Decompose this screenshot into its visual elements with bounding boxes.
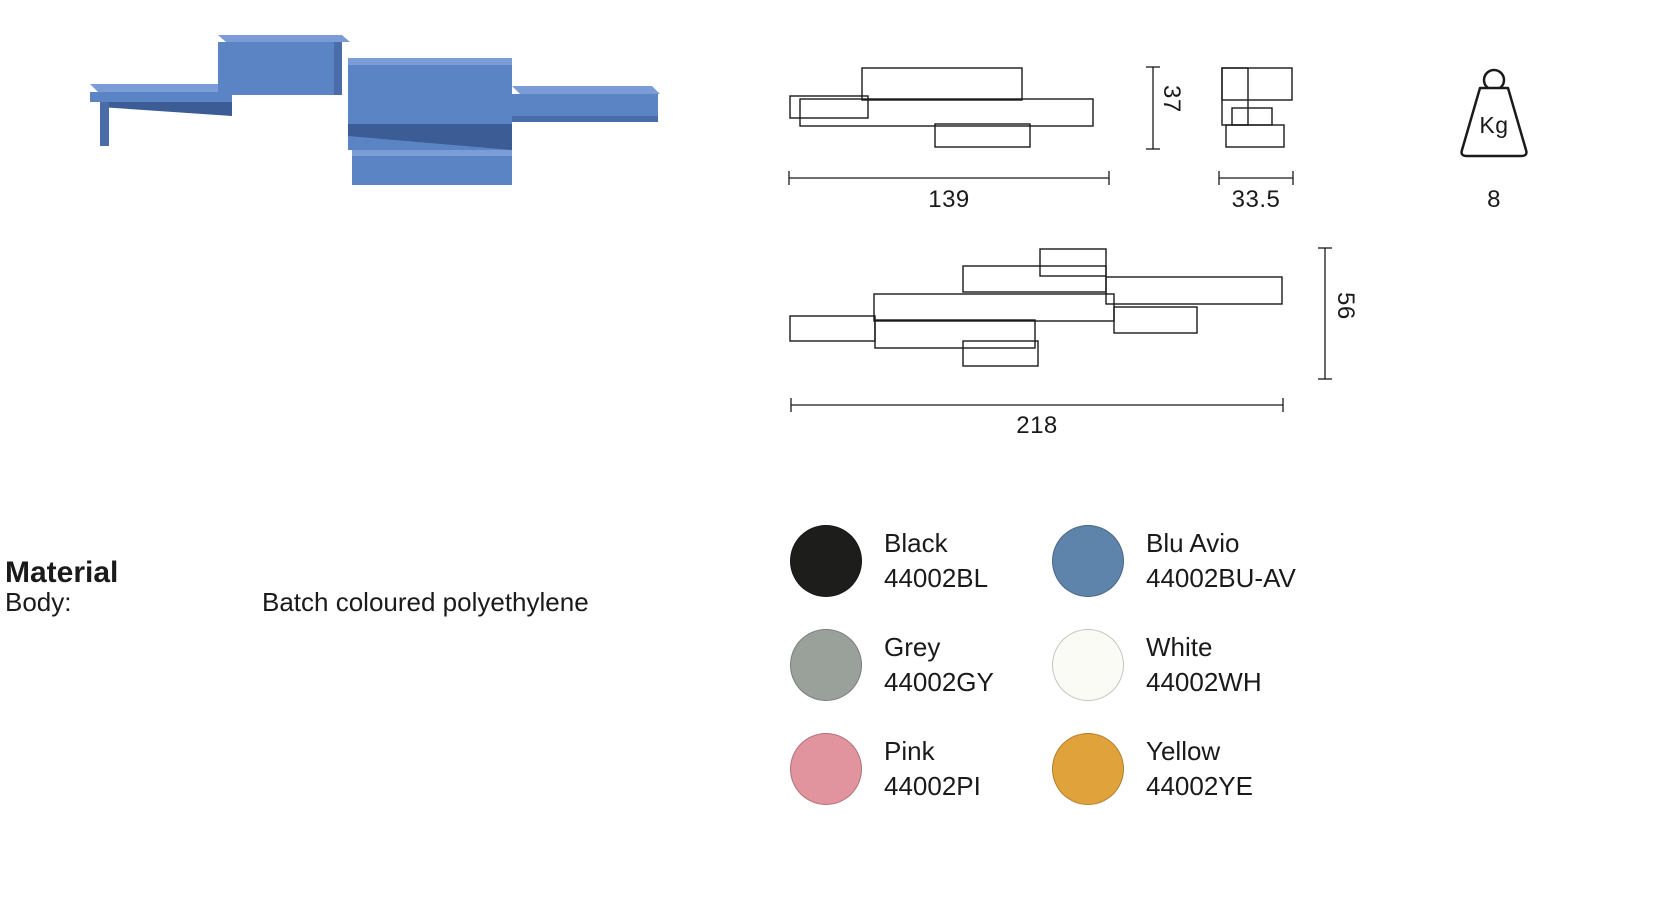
- color-name: White: [1146, 632, 1213, 662]
- color-code: 44002YE: [1146, 771, 1253, 801]
- color-option-white: White 44002WH: [1052, 629, 1262, 701]
- color-option-black: Black 44002BL: [790, 525, 988, 597]
- top-width-value: 218: [1016, 412, 1058, 439]
- top-depth-value: 56: [1332, 292, 1359, 320]
- product-render: [88, 28, 663, 195]
- color-option-grey: Grey 44002GY: [790, 629, 994, 701]
- weight-value: 8: [1487, 186, 1501, 213]
- top-width-dimension-line: [790, 398, 1284, 412]
- front-width-dimension-line: [788, 171, 1110, 185]
- color-swatch-grey: [790, 629, 862, 701]
- material-body-value: Batch coloured polyethylene: [262, 587, 589, 617]
- material-section-title: Material: [5, 555, 119, 589]
- color-swatch-pink: [790, 733, 862, 805]
- front-width-value: 139: [928, 186, 970, 213]
- side-view-drawing: [1218, 60, 1298, 157]
- front-height-value: 37: [1158, 85, 1185, 113]
- color-swatch-black: [790, 525, 862, 597]
- color-name: Yellow: [1146, 736, 1221, 766]
- top-depth-dimension-line: [1318, 247, 1332, 380]
- color-name: Black: [884, 528, 948, 558]
- top-view-drawing: [788, 245, 1288, 375]
- color-swatch-yellow: [1052, 733, 1124, 805]
- color-code: 44002GY: [884, 667, 994, 697]
- color-code: 44002BU-AV: [1146, 563, 1296, 593]
- side-width-dimension-line: [1218, 171, 1294, 185]
- color-code: 44002BL: [884, 563, 989, 593]
- color-option-blu-avio: Blu Avio 44002BU-AV: [1052, 525, 1296, 597]
- color-code: 44002PI: [884, 771, 981, 801]
- side-width-value: 33.5: [1231, 186, 1281, 213]
- color-code: 44002WH: [1146, 667, 1262, 697]
- weight-unit-label: Kg: [1479, 112, 1509, 138]
- front-height-dimension-line: [1146, 66, 1160, 150]
- color-swatch-white: [1052, 629, 1124, 701]
- color-option-pink: Pink 44002PI: [790, 733, 981, 805]
- product-render-image: [90, 35, 660, 185]
- color-name: Grey: [884, 632, 941, 662]
- color-swatch-blu-avio: [1052, 525, 1124, 597]
- color-option-yellow: Yellow 44002YE: [1052, 733, 1253, 805]
- material-body-label: Body:: [5, 587, 72, 617]
- color-name: Pink: [884, 736, 935, 766]
- front-view-drawing: [785, 60, 1115, 157]
- color-name: Blu Avio: [1146, 528, 1240, 558]
- weight-icon: [1450, 66, 1538, 167]
